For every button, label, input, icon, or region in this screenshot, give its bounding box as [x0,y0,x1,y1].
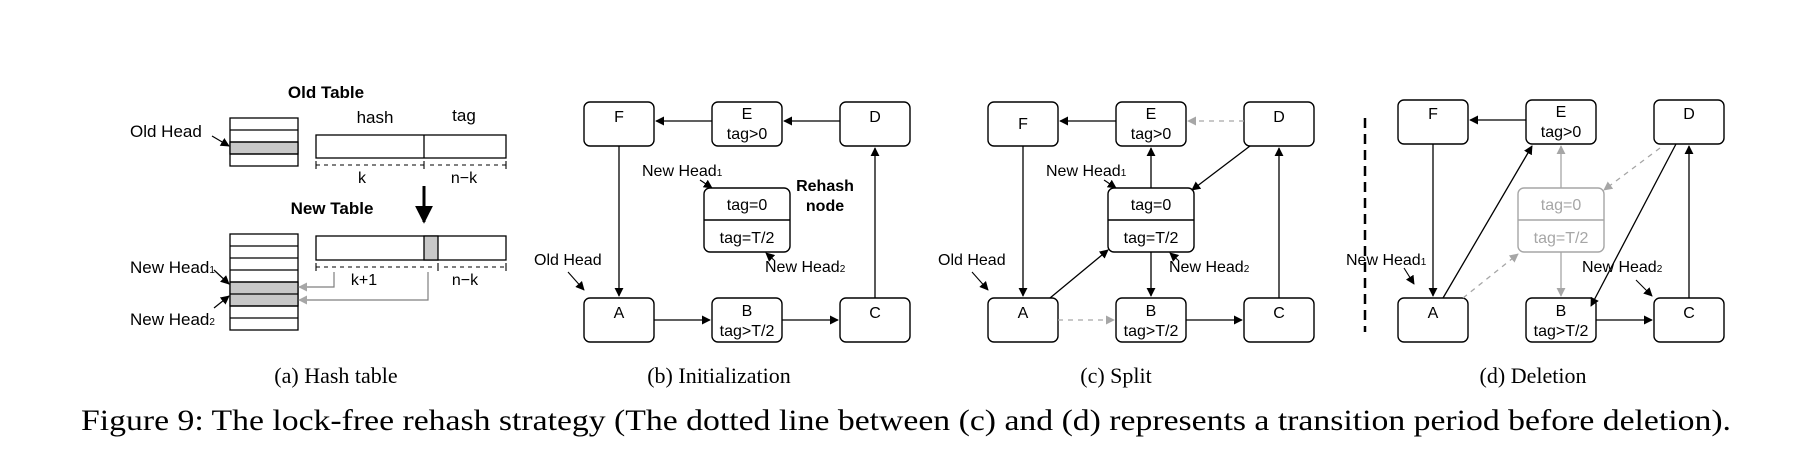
links-d [1428,115,1694,325]
node-F-label: F [1428,106,1438,123]
faded-links-d [1462,145,1661,299]
rehash-node-top: tag=0 [1131,197,1172,214]
old-head-arrow-b [567,271,585,291]
k-plus-1-label: k+1 [351,272,377,289]
node-E-tag: tag>0 [1541,124,1582,141]
new-head-1-label: New Head1 [130,258,215,277]
links-c [1018,116,1284,325]
rehash-node-title-1: Rehash [796,178,854,195]
new-head-2-label-d: New Head2 [1582,259,1663,276]
old-table-title: Old Table [288,83,364,102]
new-head-2-label-b: New Head2 [765,259,846,276]
old-table-buckets [229,117,299,167]
node-E-label: E [742,106,753,123]
panel-d-deletion: F E tag>0 D A B tag>T/2 C tag=0 tag=T/2 … [1346,99,1725,388]
caption-a: (a) Hash table [274,363,397,388]
node-C-label: C [1683,305,1695,322]
node-E-label: E [1146,106,1157,123]
node-A [1397,297,1469,343]
new-head-1-arrow-b [699,179,713,189]
hash-label: hash [357,108,394,127]
node-D [839,101,911,147]
new-head-2-arrow-c [1169,252,1180,262]
node-B-tag: tag>T/2 [1534,323,1589,340]
node-B-tag: tag>T/2 [1124,323,1179,340]
rehash-node-title-2: node [806,198,844,215]
node-D-label: D [1683,106,1695,123]
rehash-node-bottom: tag=T/2 [720,230,775,247]
new-table-title: New Table [291,199,374,218]
node-C-label: C [869,305,881,322]
node-F-label: F [614,109,624,126]
old-head-arrow [211,135,230,147]
node-B-label: B [1556,303,1567,320]
new-head-2-label-c: New Head2 [1169,259,1250,276]
old-head-label-b: Old Head [534,252,602,269]
old-head-label: Old Head [130,122,202,141]
new-table-buckets [229,233,299,331]
faded-node-top: tag=0 [1541,197,1582,214]
new-head-1-label-d: New Head1 [1346,252,1427,269]
links-b [614,116,880,325]
caption-b: (b) Initialization [647,363,791,388]
new-head-1-arrow-d [1403,267,1415,285]
node-B-tag: tag>T/2 [720,323,775,340]
node-D-label: D [869,109,881,126]
node-E-tag: tag>0 [1131,126,1172,143]
new-head-2-label: New Head2 [130,310,215,329]
hash-key-bar [315,134,507,159]
new-head-2-arrow [213,295,230,309]
faded-rehash-node [1517,187,1605,253]
node-E [711,101,783,147]
node-C-label: C [1273,305,1285,322]
panel-c-split: F E tag>0 D A B tag>T/2 C tag=0 tag=T/2 … [938,101,1315,388]
new-head-2-arrow-b [765,252,776,262]
new-head-1-arrow [213,269,230,285]
faded-node-bottom: tag=T/2 [1534,230,1589,247]
node-A-label: A [1018,305,1029,322]
new-head-2-arrow-d [1635,279,1653,297]
node-D-label: D [1273,109,1285,126]
k-label: k [358,170,367,187]
caption-c: (c) Split [1080,363,1152,388]
new-head-1-arrow-c [1103,179,1117,189]
new-key-bar [315,235,507,261]
old-head-label-c: Old Head [938,252,1006,269]
node-E-label: E [1556,104,1567,121]
bucket-map-arrows [298,272,429,305]
panel-a-hash-table: Old Table Old Head hash tag k n−k [130,83,507,388]
node-E-tag: tag>0 [727,126,768,143]
node-E [1525,99,1597,145]
rehash-node-top: tag=0 [727,197,768,214]
figure-caption: Figure 9: The lock-free rehash strategy … [81,404,1731,437]
new-head-1-label-b: New Head1 [642,163,723,180]
k-plus-1-dimension [315,263,507,271]
node-F-label: F [1018,116,1028,133]
n-minus-k-label-2: n−k [452,272,479,289]
rehash-node-bottom: tag=T/2 [1124,230,1179,247]
node-D [1243,101,1315,147]
k-dimension [315,161,507,169]
n-minus-k-label: n−k [451,170,478,187]
node-A-label: A [1428,305,1439,322]
node-E [1115,101,1187,147]
node-D [1653,99,1725,145]
node-B-label: B [1146,303,1157,320]
node-B-label: B [742,303,753,320]
panel-b-initialization: F E tag>0 D A B tag>T/2 C tag=0 tag=T/2 … [534,101,911,388]
node-A-label: A [614,305,625,322]
tag-label: tag [452,106,476,125]
new-head-1-label-c: New Head1 [1046,163,1127,180]
old-head-arrow-c [971,271,989,291]
caption-d: (d) Deletion [1480,363,1587,388]
